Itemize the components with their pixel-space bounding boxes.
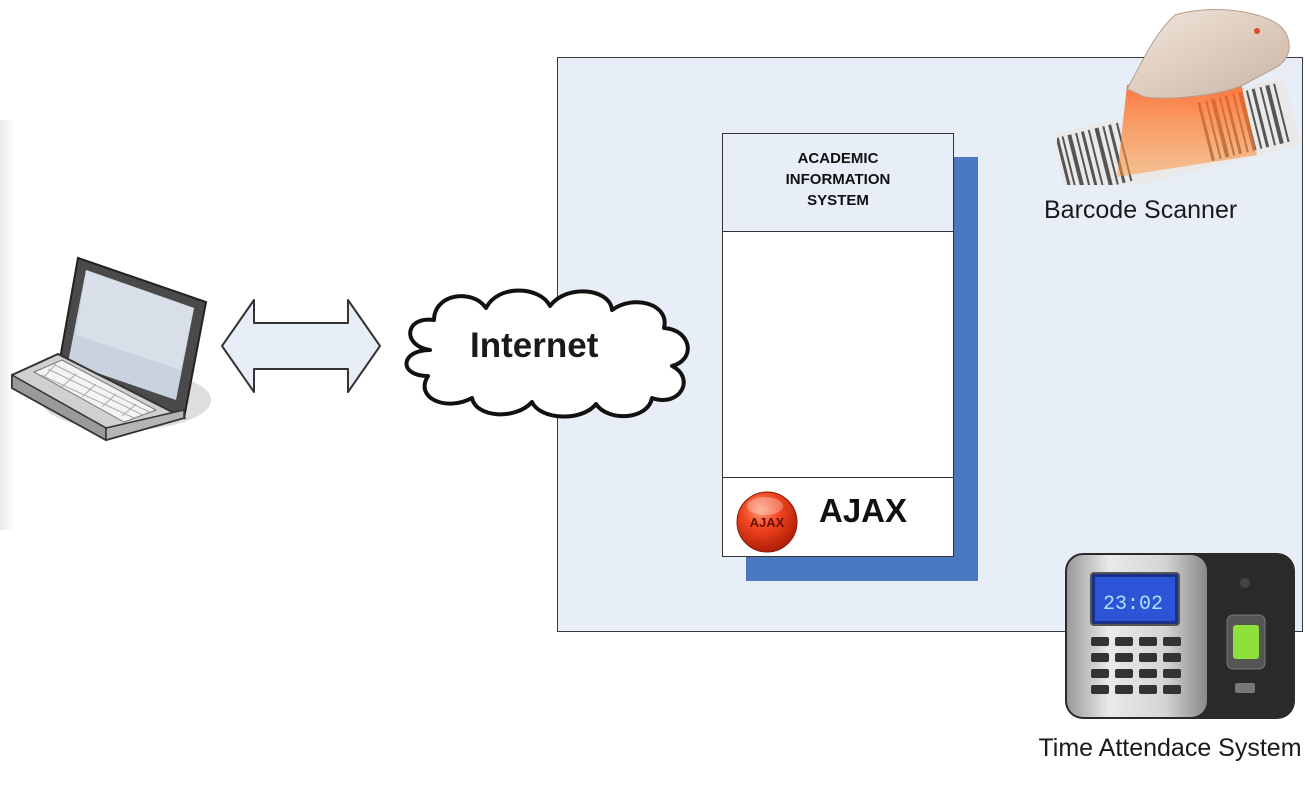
- ajax-section: AJAX AJAX: [723, 477, 953, 556]
- system-box-header: ACADEMIC INFORMATION SYSTEM: [723, 134, 953, 232]
- ajax-logo-text: AJAX: [750, 515, 785, 530]
- academic-information-system-box: ACADEMIC INFORMATION SYSTEM AJAX AJAX: [722, 133, 954, 557]
- barcode-scanner-icon: [1057, 9, 1300, 185]
- laptop-icon: [11, 256, 211, 442]
- internet-label: Internet: [470, 326, 599, 365]
- time-attendance-label: Time Attendace System: [1038, 734, 1302, 762]
- ajax-logo-icon: AJAX: [736, 491, 798, 553]
- ajax-label: AJAX: [819, 492, 908, 529]
- double-arrow-icon: [221, 299, 381, 393]
- time-attendance-device-icon: 23:02: [1065, 553, 1295, 719]
- device-clock-time: 23:02: [1103, 593, 1163, 616]
- left-edge-shade: [0, 120, 14, 530]
- system-title: ACADEMIC INFORMATION SYSTEM: [785, 150, 891, 209]
- cloud-icon: [404, 288, 690, 419]
- barcode-scanner-label: Barcode Scanner: [1044, 196, 1238, 224]
